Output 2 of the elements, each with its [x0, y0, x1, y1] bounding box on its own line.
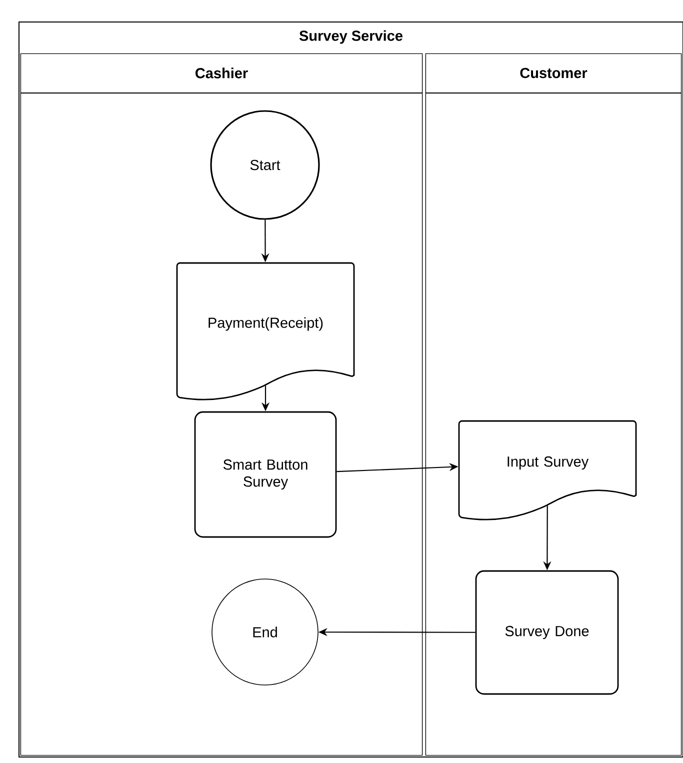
process-box: Smart Button Survey	[194, 411, 337, 538]
process-box: Survey Done	[475, 570, 619, 695]
